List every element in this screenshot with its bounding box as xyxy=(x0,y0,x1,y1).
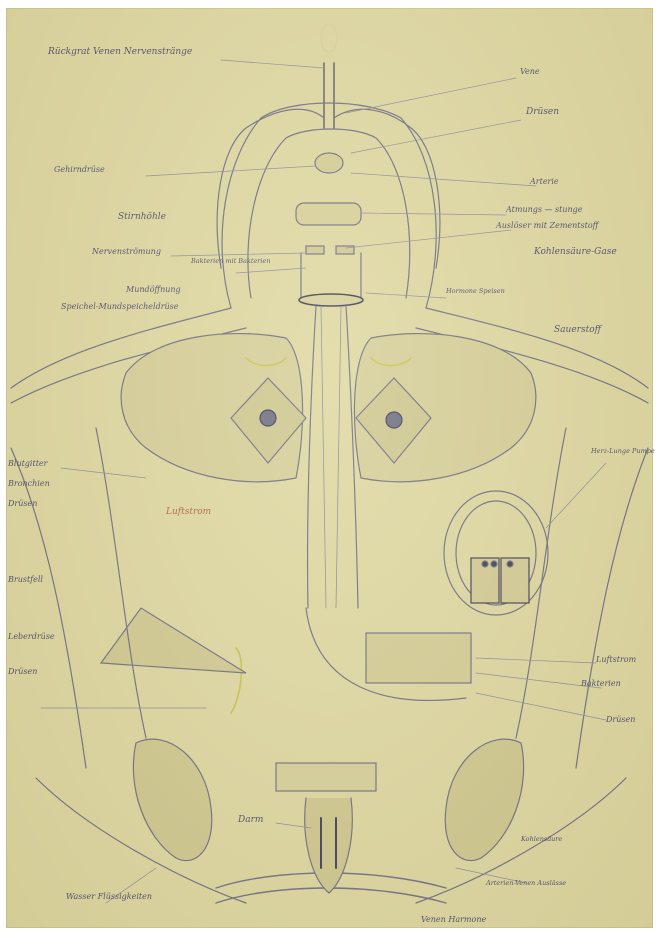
label-bakterien-right: Bakterien xyxy=(581,680,621,688)
label-brustfell: Brustfell xyxy=(8,576,43,584)
label-druesen-top: Drüsen xyxy=(526,108,559,117)
label-bronchien: Bronchien xyxy=(8,480,50,488)
label-druesen-left: Drüsen xyxy=(8,500,37,508)
label-wasser: Wasser Flüssigkeiten xyxy=(66,893,152,901)
label-ausloeser: Auslöser mit Zementstoff xyxy=(496,222,598,230)
label-darm: Darm xyxy=(238,816,263,825)
label-druesen-right: Drüsen xyxy=(606,716,635,724)
anatomical-drawing xyxy=(6,8,653,928)
label-nervenstroemung: Nervenströmung xyxy=(92,248,161,256)
label-gehirndruese: Gehirndrüse xyxy=(54,166,105,174)
label-hormone-speisen: Hormone Speisen xyxy=(446,288,505,295)
label-spine: Rückgrat Venen Nervenstränge xyxy=(48,48,192,57)
label-druesen-left2: Drüsen xyxy=(8,668,37,676)
label-luftstrom: Luftstrom xyxy=(166,508,211,517)
label-kohlensaeure-bottom: Kohlensäure xyxy=(521,836,562,843)
label-vene: Vene xyxy=(520,68,540,76)
label-luftstrom-right: Luftstrom xyxy=(596,656,636,664)
label-leberdruese: Leberdrüse xyxy=(8,633,55,641)
label-arterien-venen: Arterien-Venen Auslässe xyxy=(486,880,566,887)
label-mundoeffnung: Mundöffnung xyxy=(126,286,181,294)
label-blutgitter: Blutgitter xyxy=(8,460,47,468)
label-atmung: Atmungs — stunge xyxy=(506,206,583,214)
label-herz-lunge: Herz-Lunge Pumpe xyxy=(591,448,655,455)
drawing-sheet: Rückgrat Venen Nervenstränge Vene Drüsen… xyxy=(6,8,653,928)
label-venen-harmone: Venen Harmone xyxy=(421,916,486,924)
label-arterie: Arterie xyxy=(530,178,559,186)
label-mit-bakterien: Bakterien mit Bakterien xyxy=(191,258,271,265)
label-speichel: Speichel-Mundspeicheldrüse xyxy=(61,303,179,311)
label-kohlensaeure: Kohlensäure-Gase xyxy=(534,248,617,257)
label-sauerstoff: Sauerstoff xyxy=(554,326,601,335)
label-stirnhoehle: Stirnhöhle xyxy=(118,213,166,222)
